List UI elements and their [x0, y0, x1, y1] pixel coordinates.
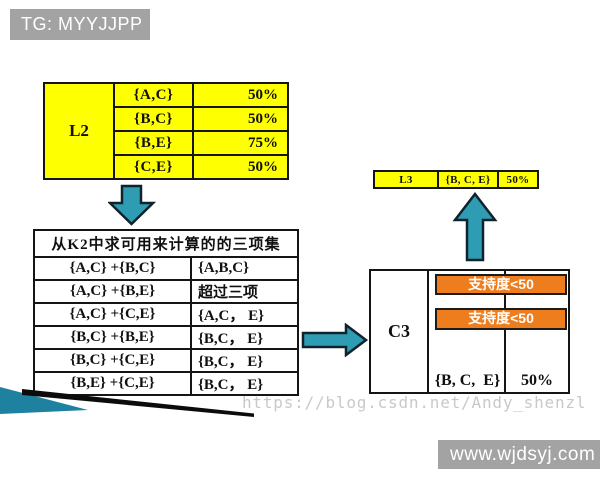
table-row: {A,C} +{C,E} {A,C， E} — [33, 302, 299, 327]
k2-result-cell: {B,C， E} — [190, 325, 299, 350]
l2-support-cell: 75% — [192, 130, 289, 156]
url-watermark: https://blog.csdn.net/Andy_shenzl — [242, 393, 587, 412]
k2-result-cell: 超过三项 — [190, 279, 299, 304]
table-row: {B,C} +{C,E} {B,C， E} — [33, 348, 299, 373]
l2-itemset-cell: {B,E} — [113, 130, 194, 156]
k2-combo-cell: {B,C} +{B,E} — [33, 325, 192, 350]
table-row: {B,C} 50% — [44, 106, 289, 132]
arrow-down-icon — [108, 184, 156, 226]
k2-combo-cell: {A,C} +{C,E} — [33, 302, 192, 327]
l2-label: L2 — [43, 82, 115, 180]
l2-support-cell: 50% — [192, 106, 289, 132]
corner-swoosh-decoration — [0, 387, 254, 417]
k2-result-cell: {B,C， E} — [190, 371, 299, 396]
l2-itemset-cell: {B,C} — [113, 106, 194, 132]
c3-support-cell: 50% — [521, 372, 553, 389]
prune-banner: 支持度<50 — [435, 274, 567, 295]
watermark-badge-bottom: www.wjdsyj.com — [438, 440, 600, 469]
l2-itemset-cell: {C,E} — [113, 154, 194, 180]
l2-itemset-cell: {A,C} — [113, 82, 194, 108]
k2-combo-cell: {A,C} +{B,C} — [33, 256, 192, 281]
table-row: {C,E} 50% — [44, 154, 289, 180]
l3-table: L3 {B, C, E} 50% — [373, 170, 539, 189]
table-row: L2 {A,C} 50% — [43, 82, 289, 180]
table-row: L3 {B, C, E} 50% — [373, 170, 539, 189]
k2-result-cell: {A,C， E} — [190, 302, 299, 327]
table-row: 从K2中求可用来计算的的三项集 — [33, 229, 299, 258]
table-row: {B,C} +{B,E} {B,C， E} — [33, 325, 299, 350]
c3-label: C3 — [369, 269, 429, 394]
k2-result-cell: {B,C， E} — [190, 348, 299, 373]
k2-join-table: 从K2中求可用来计算的的三项集 {A,C} +{B,C} {A,B,C} {A,… — [33, 229, 299, 396]
l3-label: L3 — [373, 170, 439, 189]
l2-support-cell: 50% — [192, 154, 289, 180]
k2-table-header: 从K2中求可用来计算的的三项集 — [33, 229, 299, 258]
l2-support-cell: 50% — [192, 82, 289, 108]
table-row: {B,E} +{C,E} {B,C， E} — [33, 371, 299, 396]
c3-table: 支持度<50 支持度<50 {B, C, E} 50% — [427, 269, 570, 394]
l3-support-cell: 50% — [497, 170, 539, 189]
k2-result-cell: {A,B,C} — [190, 256, 299, 281]
k2-combo-cell: {B,C} +{C,E} — [33, 348, 192, 373]
watermark-badge-top: TG: MYYJJPP — [10, 9, 150, 40]
table-row: {B,E} 75% — [44, 130, 289, 156]
c3-column-divider — [504, 271, 506, 392]
l2-table: L2 {A,C} 50% {B,C} 50% {B,E} 75% {C,E} 5… — [43, 82, 289, 180]
table-row: {A,C} +{B,C} {A,B,C} — [33, 256, 299, 281]
c3-itemset-cell: {B, C, E} — [434, 372, 501, 389]
arrow-right-icon — [301, 323, 368, 357]
prune-banner: 支持度<50 — [435, 308, 567, 330]
table-row: {A,C} +{B,E} 超过三项 — [33, 279, 299, 304]
arrow-up-icon — [452, 192, 498, 262]
k2-combo-cell: {B,E} +{C,E} — [33, 371, 192, 396]
k2-combo-cell: {A,C} +{B,E} — [33, 279, 192, 304]
l3-itemset-cell: {B, C, E} — [437, 170, 499, 189]
